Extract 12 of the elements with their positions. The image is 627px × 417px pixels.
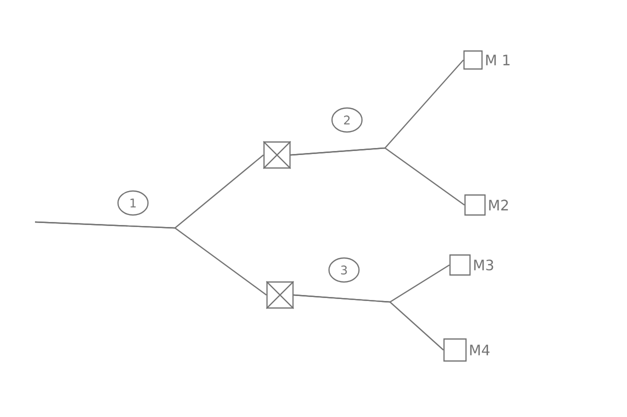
circled-number: 1 <box>117 190 149 216</box>
box-with-label: M2 <box>464 194 508 216</box>
crossed-box <box>262 140 292 170</box>
box-with-label: M4 <box>443 338 490 362</box>
line <box>294 294 444 350</box>
circled-number: 3 <box>328 257 360 283</box>
box-with-label: M 1 <box>463 50 510 70</box>
line <box>290 147 465 206</box>
crossed-box <box>266 280 294 310</box>
circled-number: 2 <box>331 107 363 133</box>
box-with-label: M3 <box>449 254 494 276</box>
line <box>34 221 267 296</box>
